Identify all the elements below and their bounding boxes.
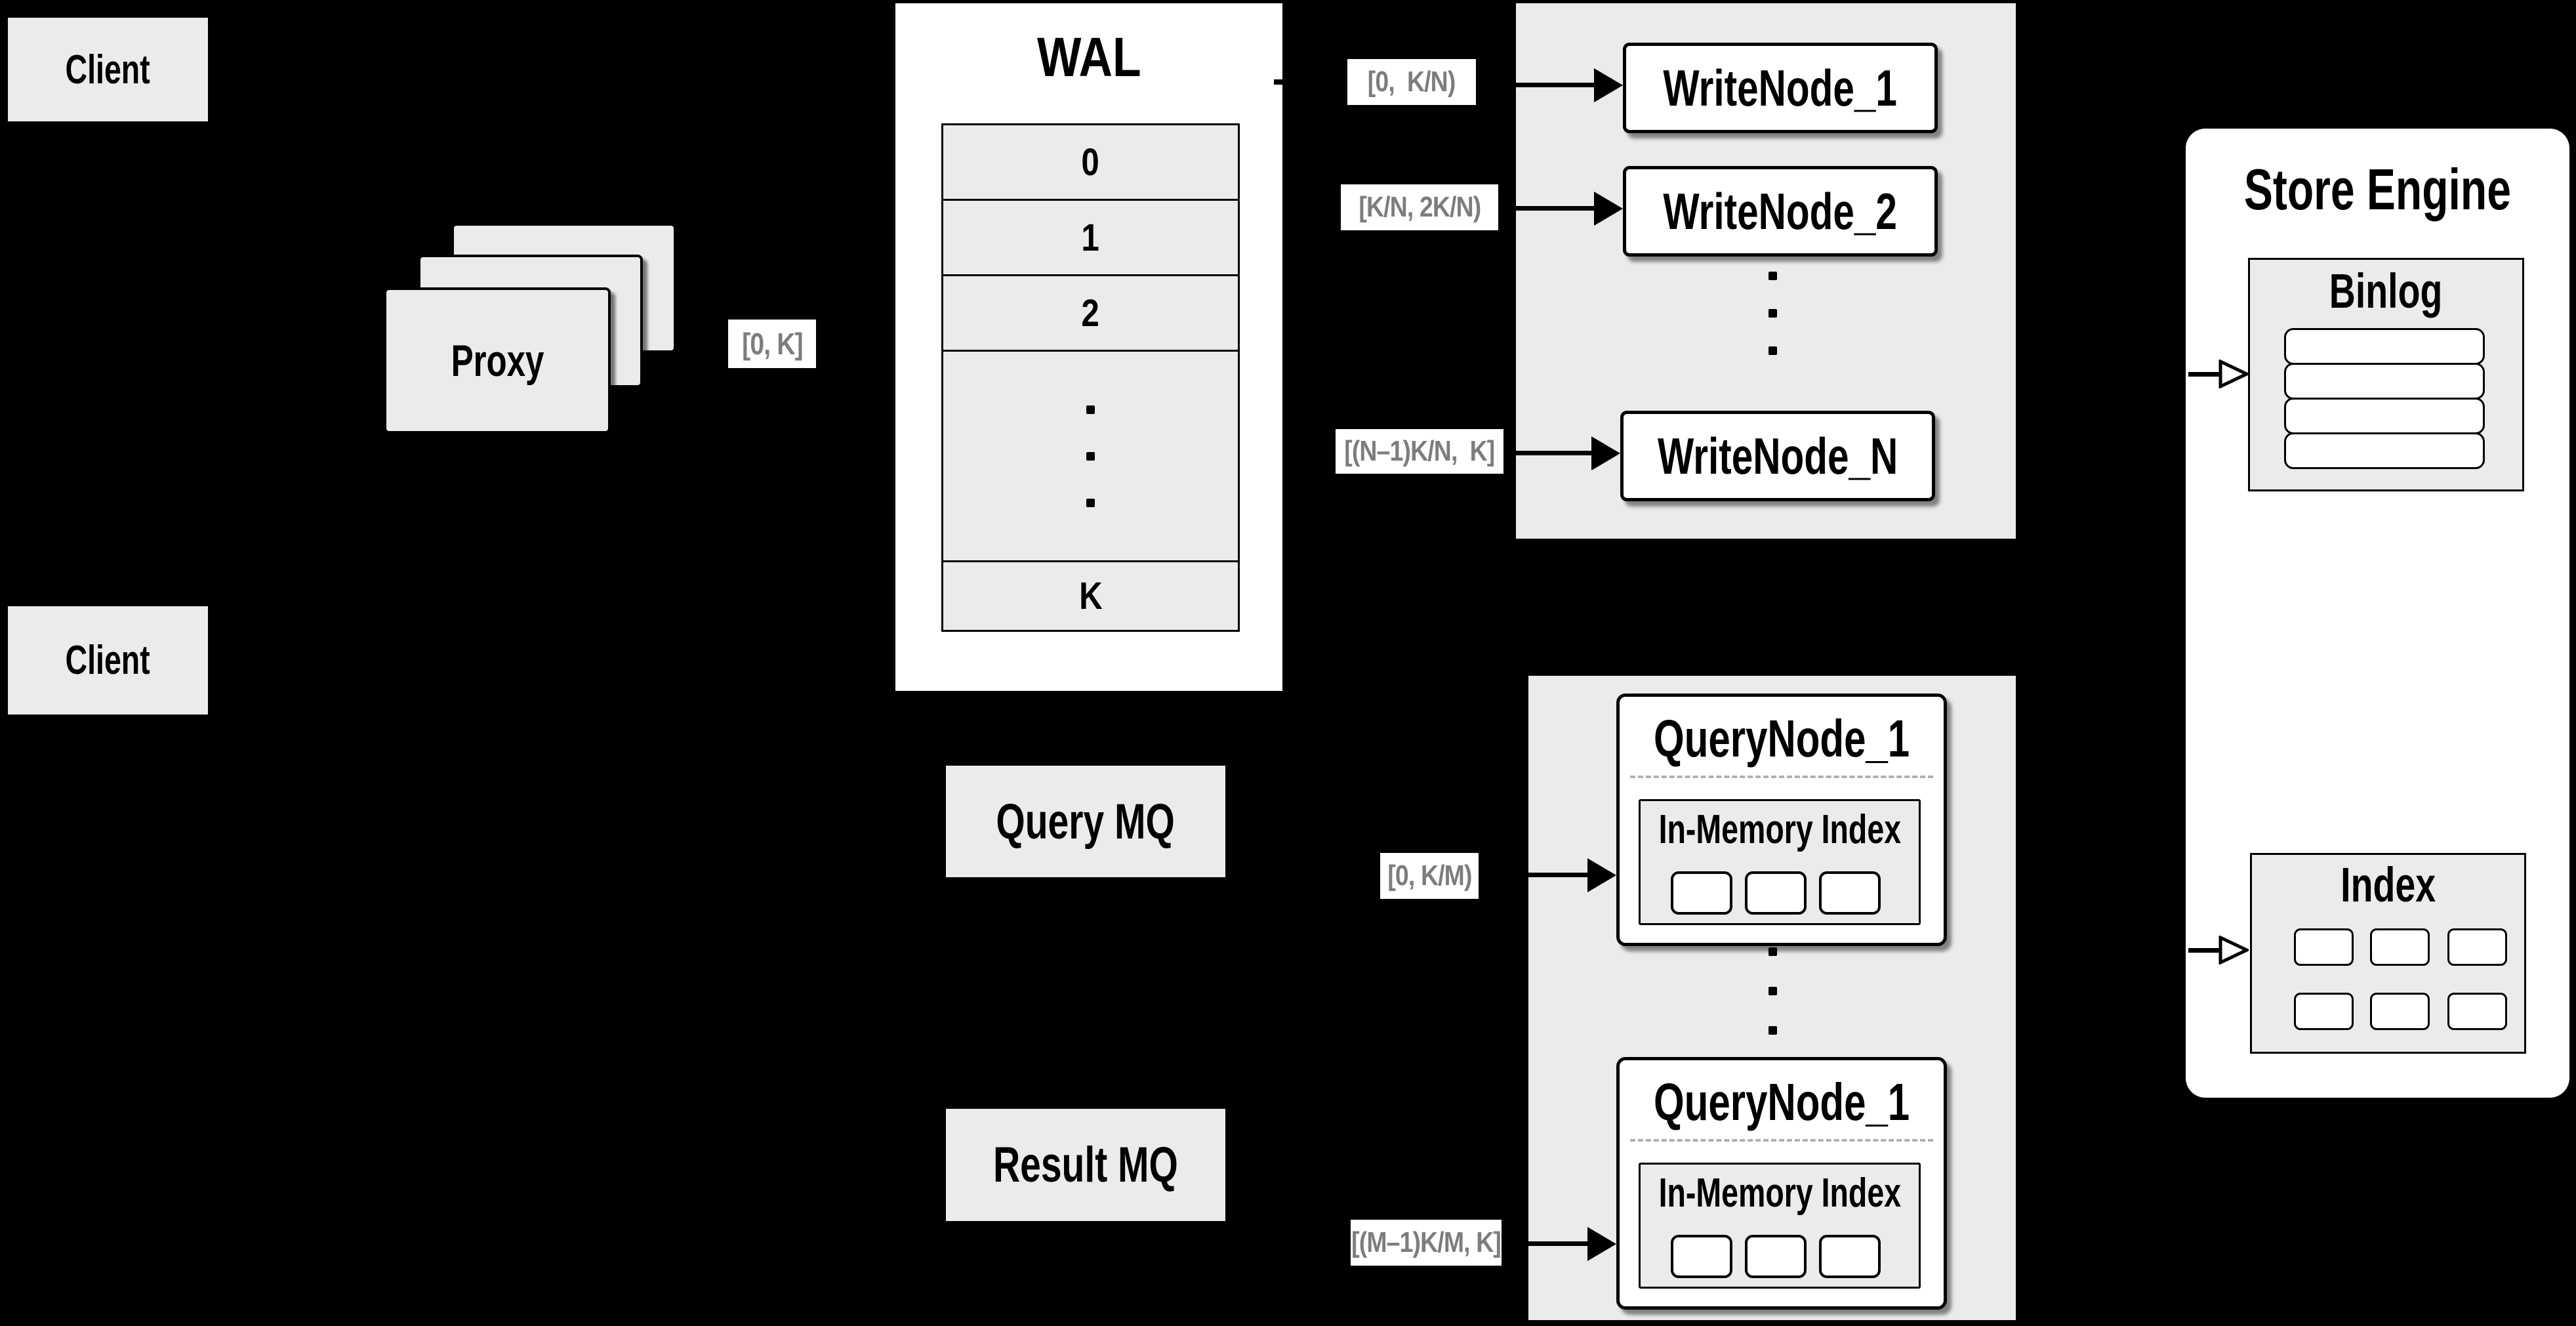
binlog-box: Binlog [2248,258,2524,491]
range-label-proxy-to-wal: [0, K] [728,320,816,368]
memory-segment [1819,1235,1881,1278]
arrow-line-to-index [2188,948,2221,953]
store-engine-panel: Store Engine Binlog Index [2186,129,2569,1098]
wal-connector-stub [1274,79,1282,85]
memory-segment [1745,1235,1807,1278]
wal-slot-ellipsis [943,352,1238,562]
memory-segment [1745,871,1807,915]
query-node-title: QueryNode_1 [1653,709,1910,768]
memory-segment [1671,1235,1732,1278]
index-segment [2370,993,2430,1030]
in-memory-index-box: In-Memory Index [1639,1163,1921,1289]
client-box-bottom: Client [7,605,209,716]
ellipsis-dots [1086,405,1095,507]
proxy-label: Proxy [451,335,544,386]
arrow-to-write-node-2 [1516,192,1623,226]
binlog-segment [2284,328,2485,365]
arrow-to-query-node-bottom [1528,1227,1616,1261]
binlog-segment [2284,398,2485,434]
wal-title: WAL [1036,26,1141,88]
wal-slot-0: 0 [943,125,1238,201]
index-segment [2294,928,2354,966]
ellipsis-dots [1768,947,1777,1035]
client-bottom-label: Client [65,638,151,683]
arrow-to-write-node-1 [1516,68,1623,102]
in-memory-index-title: In-Memory Index [1658,1170,1901,1216]
index-segment [2294,993,2354,1030]
client-box-top: Client [7,16,209,123]
range-label-query-node-m: [(M–1)K/M, K] [1351,1220,1502,1266]
memory-segment [1819,871,1881,915]
binlog-segment [2284,432,2485,469]
index-segment [2370,928,2430,966]
dashed-divider [1630,1139,1933,1142]
index-segment [2447,993,2507,1030]
client-top-label: Client [65,47,151,93]
memory-segment [1671,871,1732,915]
proxy-card-front: Proxy [384,287,611,434]
arrow-line-to-binlog [2188,372,2221,377]
query-node-title: QueryNode_1 [1653,1073,1910,1131]
query-node-top: QueryNode_1 In-Memory Index [1616,694,1947,946]
in-memory-index-box: In-Memory Index [1639,799,1921,925]
binlog-title: Binlog [2329,263,2443,318]
query-node-bottom: QueryNode_1 In-Memory Index [1616,1057,1947,1310]
dashed-divider [1630,776,1933,778]
wal-panel: WAL 0 1 2 K [895,3,1282,691]
write-node-2: WriteNode_2 [1623,166,1938,257]
index-box: Index [2250,853,2526,1054]
write-node-n: WriteNode_N [1620,411,1935,501]
range-label-write-node-2: [K/N, 2K/N) [1341,184,1498,230]
hollow-arrowhead-index [2218,936,2249,964]
result-mq-box: Result MQ [945,1108,1227,1222]
arrow-to-write-node-n [1516,436,1620,470]
wal-slot-table: 0 1 2 K [941,123,1240,632]
range-label-write-node-n: [(N–1)K/N, K] [1336,429,1503,474]
ellipsis-dots [1768,272,1777,355]
range-label-query-node-1: [0, K/M) [1380,853,1479,899]
wal-slot-2: 2 [943,276,1238,352]
query-mq-box: Query MQ [945,764,1227,879]
in-memory-index-title: In-Memory Index [1658,806,1901,852]
wal-slot-k: K [943,562,1238,630]
arrow-to-query-node-top [1528,858,1616,892]
wal-slot-1: 1 [943,201,1238,276]
index-segment [2447,928,2507,966]
hollow-arrowhead-binlog [2218,360,2249,388]
write-node-1: WriteNode_1 [1623,43,1938,133]
store-engine-title: Store Engine [2243,157,2512,222]
binlog-segment-list [2284,328,2485,469]
range-label-write-node-1: [0, K/N) [1347,59,1476,105]
binlog-segment [2284,363,2485,400]
index-title: Index [2341,857,2436,912]
